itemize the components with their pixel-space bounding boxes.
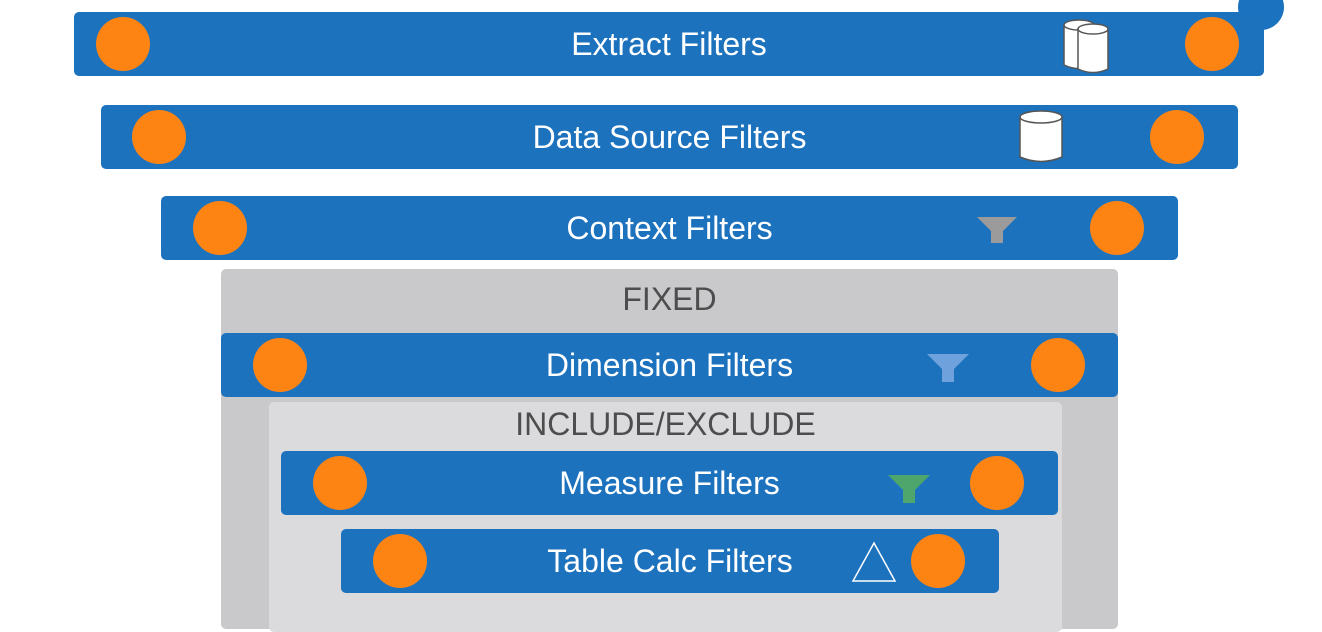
right-dot [1185, 17, 1239, 71]
triangle-icon [851, 541, 897, 582]
right-dot [970, 456, 1024, 510]
left-dot [373, 534, 427, 588]
context-filters-bar: Context Filters [161, 196, 1178, 260]
table-calc-filters-bar: Table Calc Filters [341, 529, 999, 593]
right-dot [1090, 201, 1144, 255]
cylinder-icon [1019, 110, 1063, 163]
extract-filters-label: Extract Filters [571, 26, 767, 62]
left-dot [96, 17, 150, 71]
dimension-filters-label: Dimension Filters [545, 347, 794, 383]
include-exclude-label: INCLUDE/EXCLUDE [515, 406, 816, 442]
include-exclude-panel: INCLUDE/EXCLUDE [269, 402, 1062, 632]
funnel-icon [927, 354, 969, 382]
dimension-filters-bar: Dimension Filters [221, 333, 1118, 397]
left-dot [193, 201, 247, 255]
right-dot [1150, 110, 1204, 164]
left-dot [313, 456, 367, 510]
extract-filters-bar: Extract Filters [74, 12, 1264, 76]
stacked-cylinders-icon [1063, 19, 1109, 74]
right-dot [911, 534, 965, 588]
table-calc-filters-label: Table Calc Filters [547, 543, 793, 579]
funnel-icon [977, 217, 1017, 243]
data-source-filters-label: Data Source Filters [532, 119, 807, 155]
left-dot [132, 110, 186, 164]
measure-filters-bar: Measure Filters [281, 451, 1058, 515]
fixed-label: FIXED [622, 281, 717, 317]
measure-filters-label: Measure Filters [559, 465, 780, 501]
data-source-filters-bar: Data Source Filters [101, 105, 1238, 169]
right-dot [1031, 338, 1085, 392]
left-dot [253, 338, 307, 392]
context-filters-label: Context Filters [566, 210, 773, 246]
funnel-icon [888, 475, 930, 503]
